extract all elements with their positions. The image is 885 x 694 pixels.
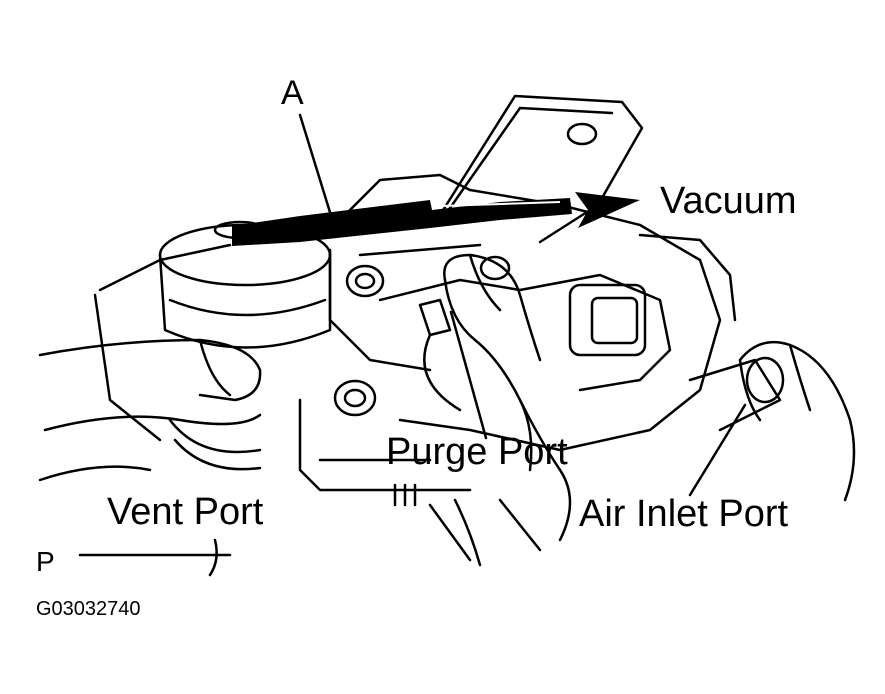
ground-lines (78, 498, 542, 577)
view-label: P (36, 546, 55, 577)
leader-air-inlet-port (688, 403, 747, 497)
vent-port-label: Vent Port (107, 491, 264, 533)
vent-port-cylinder (158, 220, 332, 471)
purge-port-nipple (418, 298, 462, 412)
air-inlet-port-label: Air Inlet Port (579, 493, 789, 535)
callout-a-label: A (281, 74, 304, 112)
hand-icon (443, 253, 572, 567)
hand-icon (738, 340, 856, 502)
arrow-right-icon (232, 192, 640, 246)
bolt-icon (333, 255, 511, 507)
hand-icon (38, 338, 262, 482)
air-inlet-port-tube (688, 356, 785, 432)
purge-port-label: Purge Port (386, 431, 568, 473)
figure-code: G03032740 (36, 598, 141, 620)
leader-a (298, 113, 335, 224)
vacuum-label: Vacuum (660, 180, 797, 222)
leader-purge-port (449, 310, 488, 440)
